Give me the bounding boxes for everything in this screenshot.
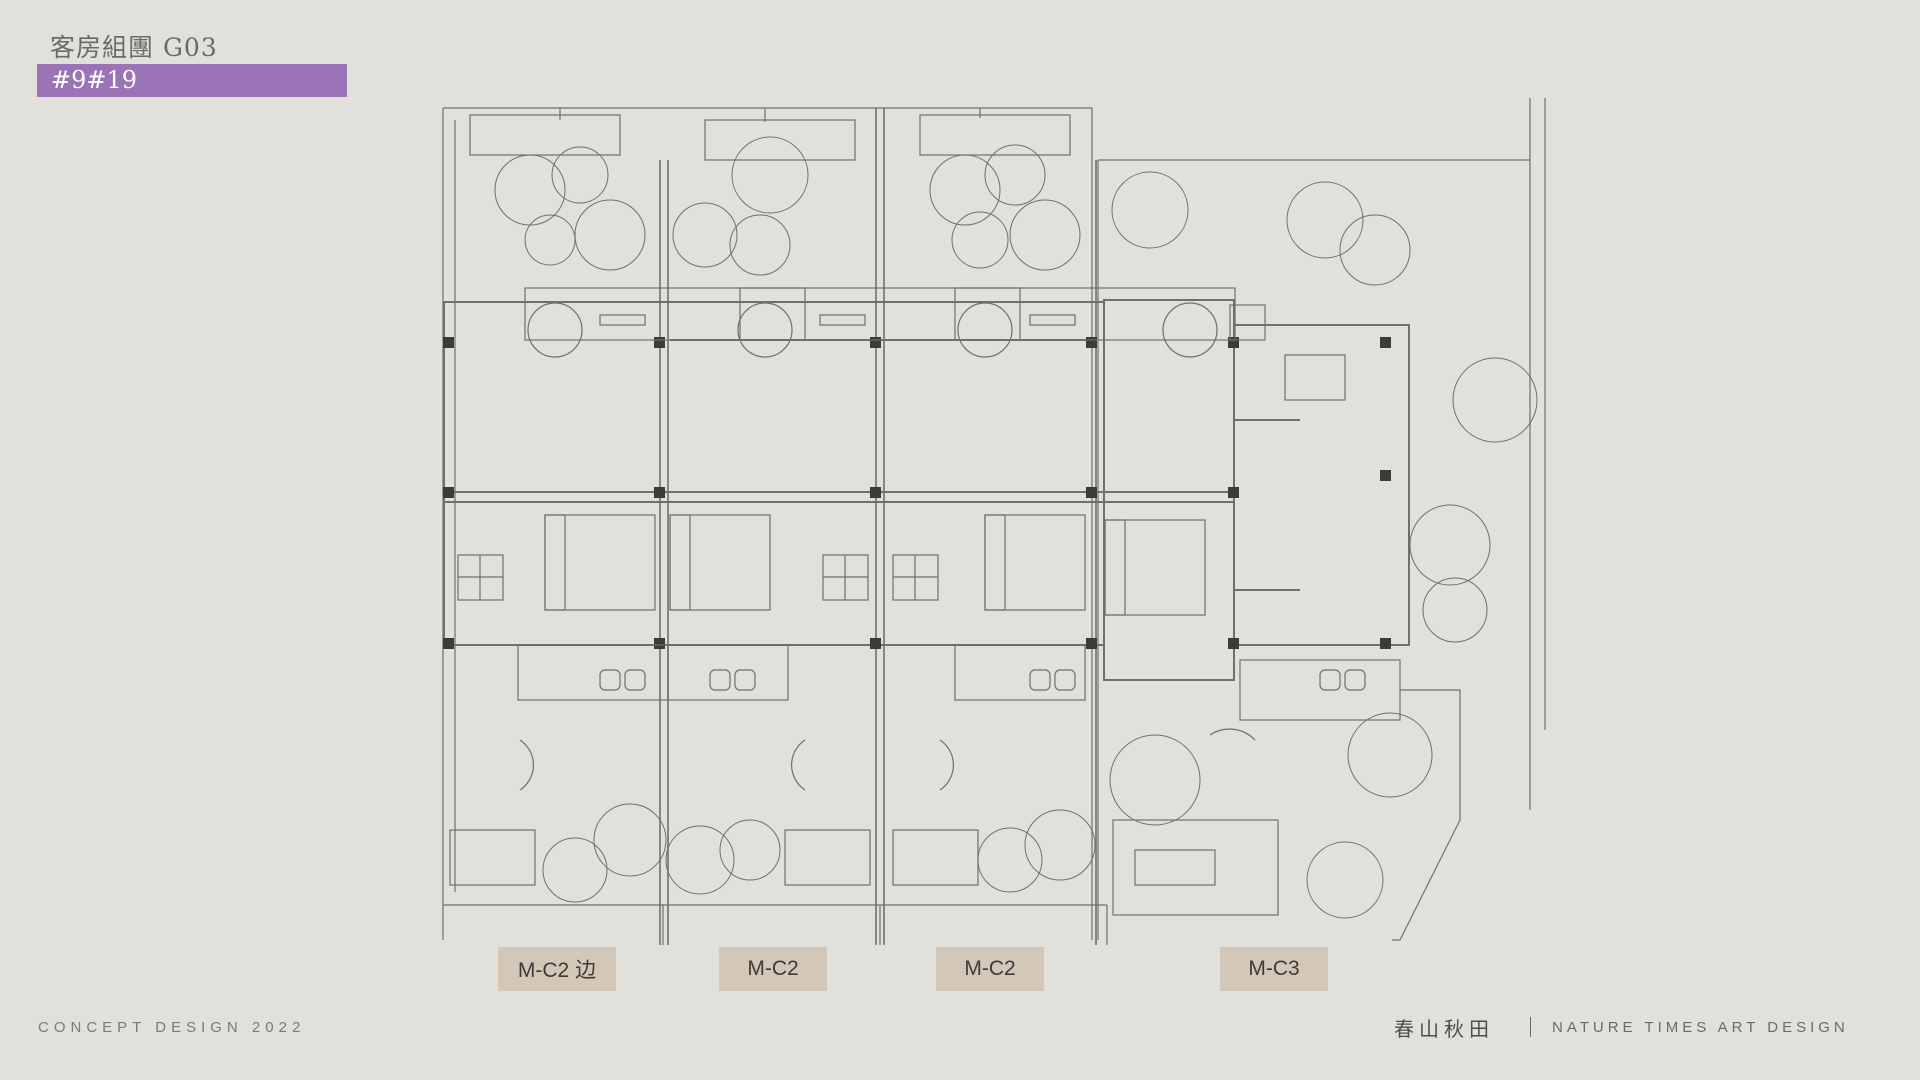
unit-label-1: M-C2 边 <box>498 947 616 991</box>
footer-divider <box>1530 1017 1531 1037</box>
party-walls <box>659 108 1097 945</box>
room-number-text: #9#19 <box>51 66 138 94</box>
room-number-badge: #9#19 <box>37 64 347 97</box>
beds <box>544 514 1206 616</box>
site-boundary <box>442 98 1546 945</box>
building-walls <box>443 299 1410 681</box>
brand-logo-text: 春山秋田 <box>1394 1017 1494 1041</box>
unit-label-4: M-C3 <box>1220 947 1328 991</box>
unit-label-2: M-C2 <box>719 947 827 991</box>
top-decks <box>469 108 1071 161</box>
columns <box>443 337 1391 649</box>
dining-tables <box>457 354 1346 601</box>
upper-pavilions <box>524 287 1266 358</box>
trees <box>494 136 1538 919</box>
unit-label-3: M-C2 <box>936 947 1044 991</box>
footer-left-text: CONCEPT DESIGN 2022 <box>38 1019 306 1036</box>
page-title: 客房組團 G03 <box>50 33 218 62</box>
patio-seating <box>449 644 1401 916</box>
footer-right-text: NATURE TIMES ART DESIGN <box>1552 1019 1849 1036</box>
